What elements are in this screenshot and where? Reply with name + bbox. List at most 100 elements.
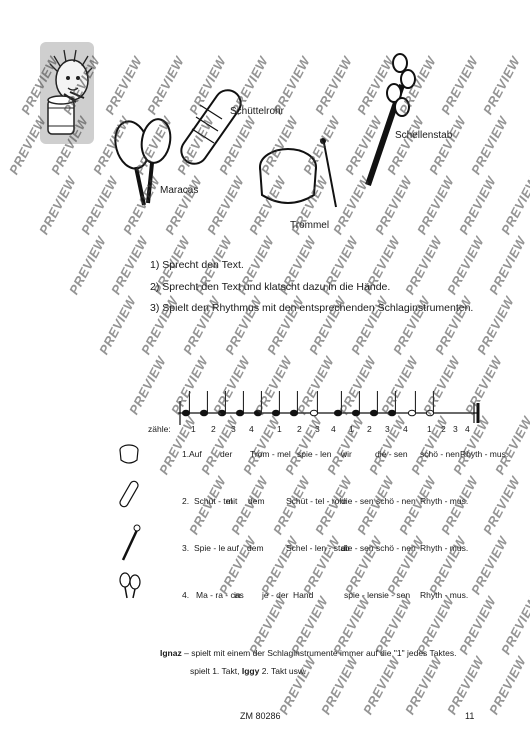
jingle-stick-icon bbox=[365, 53, 416, 186]
lyric-syllable: auf bbox=[227, 543, 239, 553]
verse-number: 3. bbox=[182, 543, 190, 553]
count-digit: 1 bbox=[427, 424, 432, 434]
label-schellenstab: Schellenstab bbox=[395, 130, 453, 141]
count-digit: 4 bbox=[249, 424, 254, 434]
instrument-illustrations bbox=[114, 53, 416, 208]
lyric-syllable: schö - nen bbox=[420, 449, 460, 459]
watermark-word: PREVIEW bbox=[492, 413, 530, 478]
watermark-word: PREVIEW bbox=[474, 293, 518, 358]
lyric-syllable: Trom - mel bbox=[250, 449, 291, 459]
footer-code: ZM 80286 bbox=[240, 711, 281, 721]
lyric-syllable: spie - len bbox=[344, 590, 379, 600]
shaker-tube-icon bbox=[180, 89, 242, 165]
lyric-syllable: Ma - ra - cas bbox=[196, 590, 244, 600]
watermark-word: PREVIEW bbox=[486, 233, 530, 298]
lyric-syllable: die - sen bbox=[341, 496, 374, 506]
count-digit: 3 bbox=[453, 424, 458, 434]
count-digit: 2 bbox=[441, 424, 446, 434]
lyric-syllable: Rhyth - mus. bbox=[420, 590, 469, 600]
note-head bbox=[407, 409, 417, 417]
note-head bbox=[235, 409, 245, 417]
watermark-word: PREVIEW bbox=[498, 173, 530, 238]
count-digit: 4 bbox=[403, 424, 408, 434]
note-head bbox=[333, 409, 343, 417]
verse-number: 2. bbox=[182, 496, 190, 506]
count-digit: 3 bbox=[315, 424, 320, 434]
note-head bbox=[199, 409, 209, 417]
watermark-word: PREVIEW bbox=[36, 173, 80, 238]
note-text-2b: 2. Takt usw. bbox=[261, 666, 306, 676]
watermark-word: PREVIEW bbox=[276, 653, 320, 718]
verse-number: 1. bbox=[182, 449, 190, 459]
count-digit: 4 bbox=[465, 424, 470, 434]
note-head bbox=[387, 409, 397, 417]
note-head bbox=[369, 409, 379, 417]
small-shaker-icon bbox=[119, 480, 139, 508]
count-digit: 3 bbox=[231, 424, 236, 434]
lyric-syllable: die - sen bbox=[341, 543, 374, 553]
watermark-word: PREVIEW bbox=[318, 653, 362, 718]
rhythm-score bbox=[178, 391, 480, 425]
lyric-syllable: Auf bbox=[189, 449, 202, 459]
lyric-syllable: dem bbox=[248, 496, 265, 506]
lyric-syllable: spie - len bbox=[297, 449, 332, 459]
lyric-syllable: wir bbox=[341, 449, 352, 459]
note-head bbox=[181, 409, 191, 417]
lyric-syllable: Schüt - tel - rohr bbox=[286, 496, 347, 506]
lyric-syllable: der bbox=[220, 449, 233, 459]
lyric-syllable: schö - nen bbox=[376, 496, 416, 506]
drum-icon bbox=[259, 138, 337, 208]
count-label: zähle: bbox=[148, 424, 171, 434]
watermark-word: PREVIEW bbox=[66, 233, 110, 298]
page-number: 11 bbox=[465, 711, 475, 721]
lyric-syllable: die - sen bbox=[375, 449, 408, 459]
watermark-word: PREVIEW bbox=[444, 233, 488, 298]
lyric-syllable: dem bbox=[247, 543, 264, 553]
watermark-word: PREVIEW bbox=[402, 653, 446, 718]
instruction-3: 3) Spielt den Rhythmus mit den entsprech… bbox=[150, 302, 474, 314]
lyric-syllable: Rhyth - mus. bbox=[460, 449, 509, 459]
small-maracas-icon bbox=[119, 572, 141, 599]
count-digit: 1 bbox=[191, 424, 196, 434]
watermark-word: PREVIEW bbox=[486, 653, 530, 718]
watermark-word: PREVIEW bbox=[108, 233, 152, 298]
note-line-1: Ignaz – spielt mit einem der Schlaginstr… bbox=[160, 648, 480, 658]
note-name-iggy: Iggy bbox=[241, 666, 260, 676]
lyric-syllable: in bbox=[234, 590, 241, 600]
count-digit: 2 bbox=[211, 424, 216, 434]
corner-illustration bbox=[40, 42, 94, 144]
note-head bbox=[425, 409, 435, 417]
watermark-word: PREVIEW bbox=[444, 653, 488, 718]
instruction-2: 2) Sprecht den Text und klatscht dazu in… bbox=[150, 281, 391, 293]
count-digit: 4 bbox=[331, 424, 336, 434]
label-trommel: Trommel bbox=[290, 220, 330, 231]
lyric-syllable: Rhyth - mus. bbox=[420, 543, 469, 553]
lyric-syllable: Schel - len - stab bbox=[286, 543, 350, 553]
small-jingle-stick-icon bbox=[121, 524, 141, 561]
maracas-icon bbox=[114, 118, 172, 206]
side-icons bbox=[119, 444, 141, 599]
label-schuettelrohr: Schüttelrohr bbox=[230, 106, 284, 117]
lyric-syllable: Rhyth - mus. bbox=[420, 496, 469, 506]
lyric-syllable: je - der bbox=[262, 590, 289, 600]
note-head bbox=[351, 409, 361, 417]
note-head bbox=[253, 409, 263, 417]
note-text-2a: spielt 1. Takt, bbox=[190, 666, 240, 676]
watermark-word: PREVIEW bbox=[126, 353, 170, 418]
count-digit: 3 bbox=[385, 424, 390, 434]
note-name-ignaz: Ignaz bbox=[160, 648, 182, 658]
note-head bbox=[271, 409, 281, 417]
note-line-2: spielt 1. Takt, Iggy 2. Takt usw. bbox=[190, 666, 306, 676]
watermark-word: PREVIEW bbox=[96, 293, 140, 358]
count-digit: 2 bbox=[297, 424, 302, 434]
note-head bbox=[309, 409, 319, 417]
instruction-1: 1) Sprecht den Text. bbox=[150, 259, 244, 271]
count-digit: 2 bbox=[367, 424, 372, 434]
note-text-1: – spielt mit einem der Schlaginstrumente… bbox=[184, 648, 457, 658]
lyric-syllable: mit bbox=[226, 496, 238, 506]
verse-number: 4. bbox=[182, 590, 190, 600]
watermark-word: PREVIEW bbox=[468, 533, 512, 598]
watermark-word: PREVIEW bbox=[402, 233, 446, 298]
lyric-syllable: schö - nen bbox=[376, 543, 416, 553]
count-digit: 1 bbox=[277, 424, 282, 434]
